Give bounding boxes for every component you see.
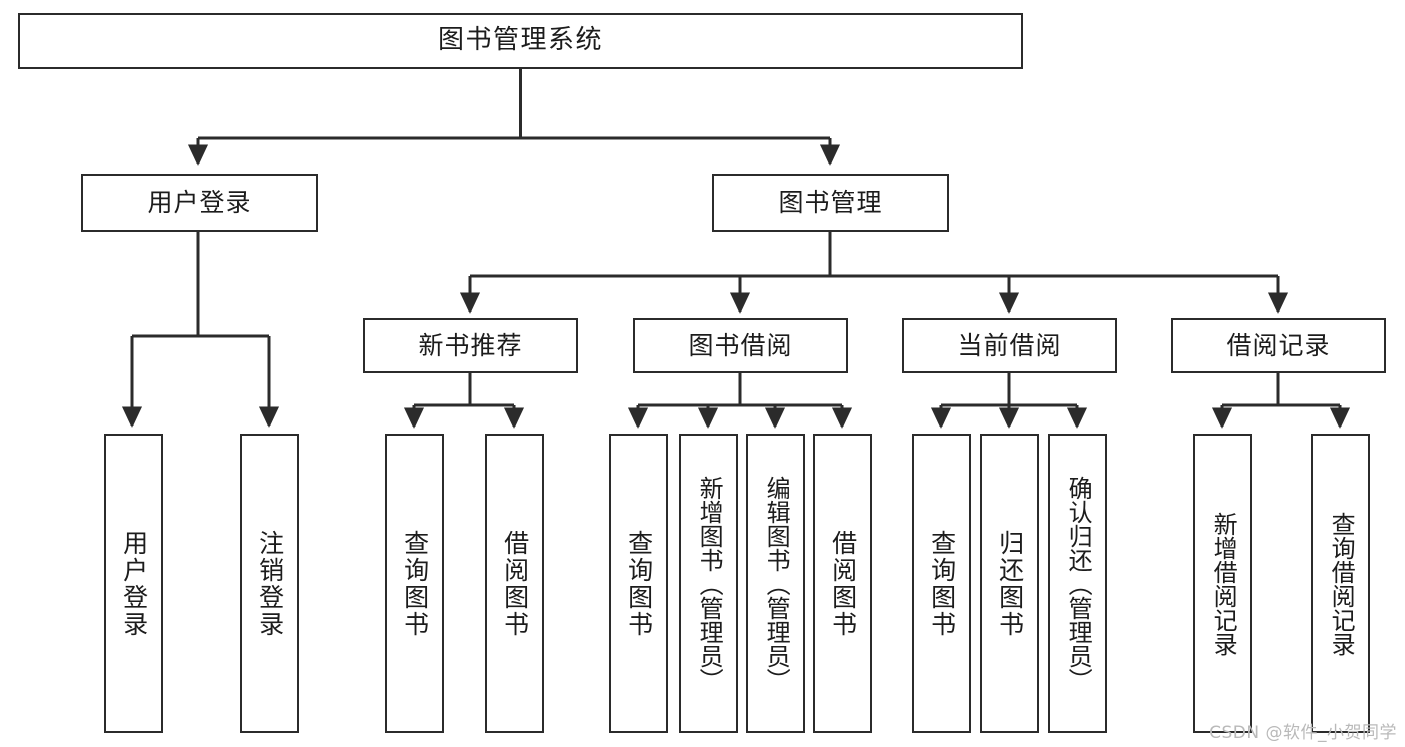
node-label: 注销登录 <box>255 529 285 638</box>
node-label: 查询图书 <box>927 529 957 638</box>
node-label: 用户登录 <box>119 529 149 638</box>
leaf-query-book-recommend[interactable]: 查询图书 <box>385 434 444 733</box>
leaf-borrow-book[interactable]: 借阅图书 <box>813 434 872 733</box>
node-borrow-record[interactable]: 借阅记录 <box>1171 318 1386 373</box>
node-label: 借阅图书 <box>500 529 530 638</box>
node-label: 用户登录 <box>147 188 252 217</box>
leaf-borrow-book-recommend[interactable]: 借阅图书 <box>485 434 544 733</box>
node-new-book-recommend[interactable]: 新书推荐 <box>363 318 578 373</box>
node-label: 图书管理 <box>778 188 883 217</box>
csdn-watermark: CSDN @软件_小贺同学 <box>1209 723 1397 743</box>
leaf-query-borrow-record[interactable]: 查询借阅记录 <box>1311 434 1370 733</box>
node-user-login[interactable]: 用户登录 <box>81 174 318 232</box>
node-label: 新增借阅记录 <box>1209 511 1238 656</box>
leaf-query-book-borrow[interactable]: 查询图书 <box>609 434 668 733</box>
node-current-borrow[interactable]: 当前借阅 <box>902 318 1117 373</box>
node-label: 查询借阅记录 <box>1327 511 1356 656</box>
node-label: 新书推荐 <box>418 330 523 360</box>
node-label: 查询图书 <box>624 529 654 638</box>
node-label: 新增图书（管理员） <box>695 475 724 692</box>
node-label: 借阅图书 <box>828 529 858 638</box>
node-book-borrow[interactable]: 图书借阅 <box>633 318 848 373</box>
node-label: 确认归还（管理员） <box>1064 475 1093 692</box>
node-label: 归还图书 <box>995 529 1025 638</box>
leaf-return-book[interactable]: 归还图书 <box>980 434 1039 733</box>
leaf-edit-book-admin[interactable]: 编辑图书（管理员） <box>746 434 805 733</box>
node-root-book-management-system[interactable]: 图书管理系统 <box>18 13 1023 69</box>
node-label: 图书管理系统 <box>437 25 603 56</box>
leaf-confirm-return-admin[interactable]: 确认归还（管理员） <box>1048 434 1107 733</box>
node-label: 查询图书 <box>400 529 430 638</box>
node-label: 编辑图书（管理员） <box>762 475 791 692</box>
leaf-user-logout[interactable]: 注销登录 <box>240 434 299 733</box>
leaf-add-book-admin[interactable]: 新增图书（管理员） <box>679 434 738 733</box>
leaf-user-login[interactable]: 用户登录 <box>104 434 163 733</box>
node-label: 当前借阅 <box>957 330 1062 360</box>
node-label: 图书借阅 <box>688 330 793 360</box>
leaf-add-borrow-record[interactable]: 新增借阅记录 <box>1193 434 1252 733</box>
node-book-management[interactable]: 图书管理 <box>712 174 949 232</box>
node-label: 借阅记录 <box>1226 330 1331 360</box>
leaf-query-book-current[interactable]: 查询图书 <box>912 434 971 733</box>
